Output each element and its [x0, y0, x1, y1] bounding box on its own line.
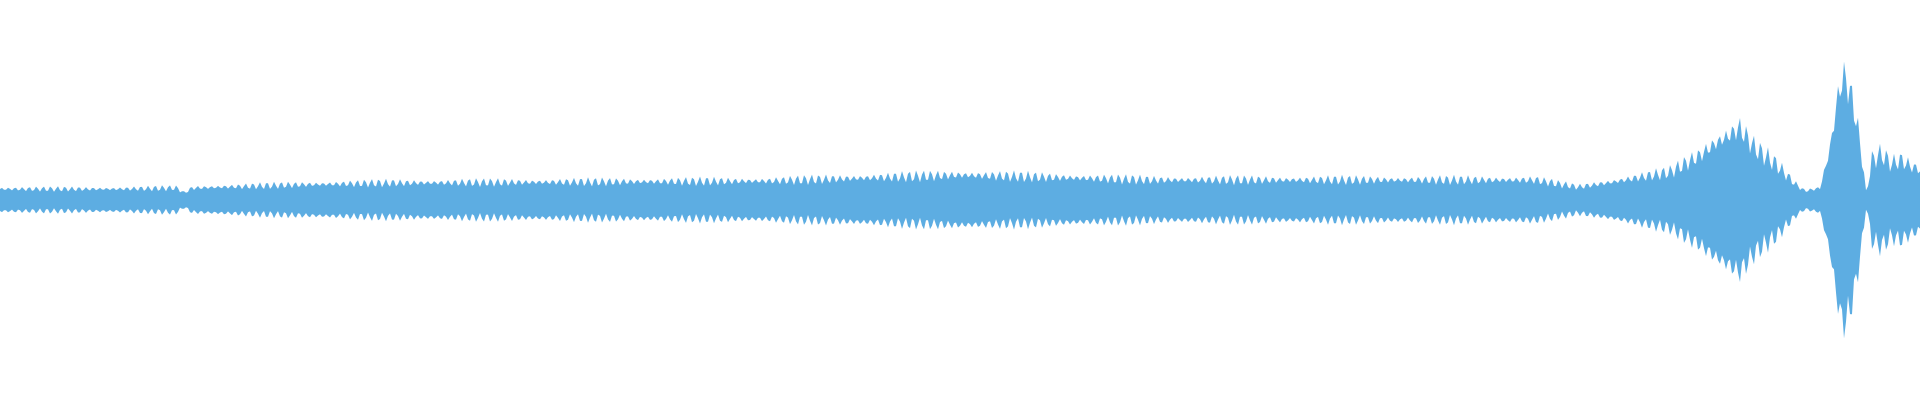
waveform-shape [0, 61, 1920, 339]
